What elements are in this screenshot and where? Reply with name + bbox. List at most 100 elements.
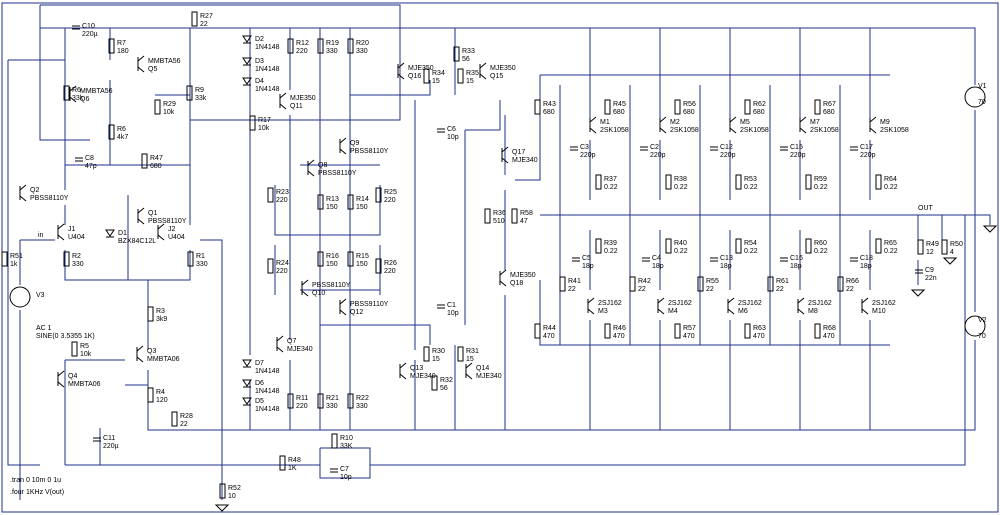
component-out[interactable]: OUT [918, 205, 934, 212]
